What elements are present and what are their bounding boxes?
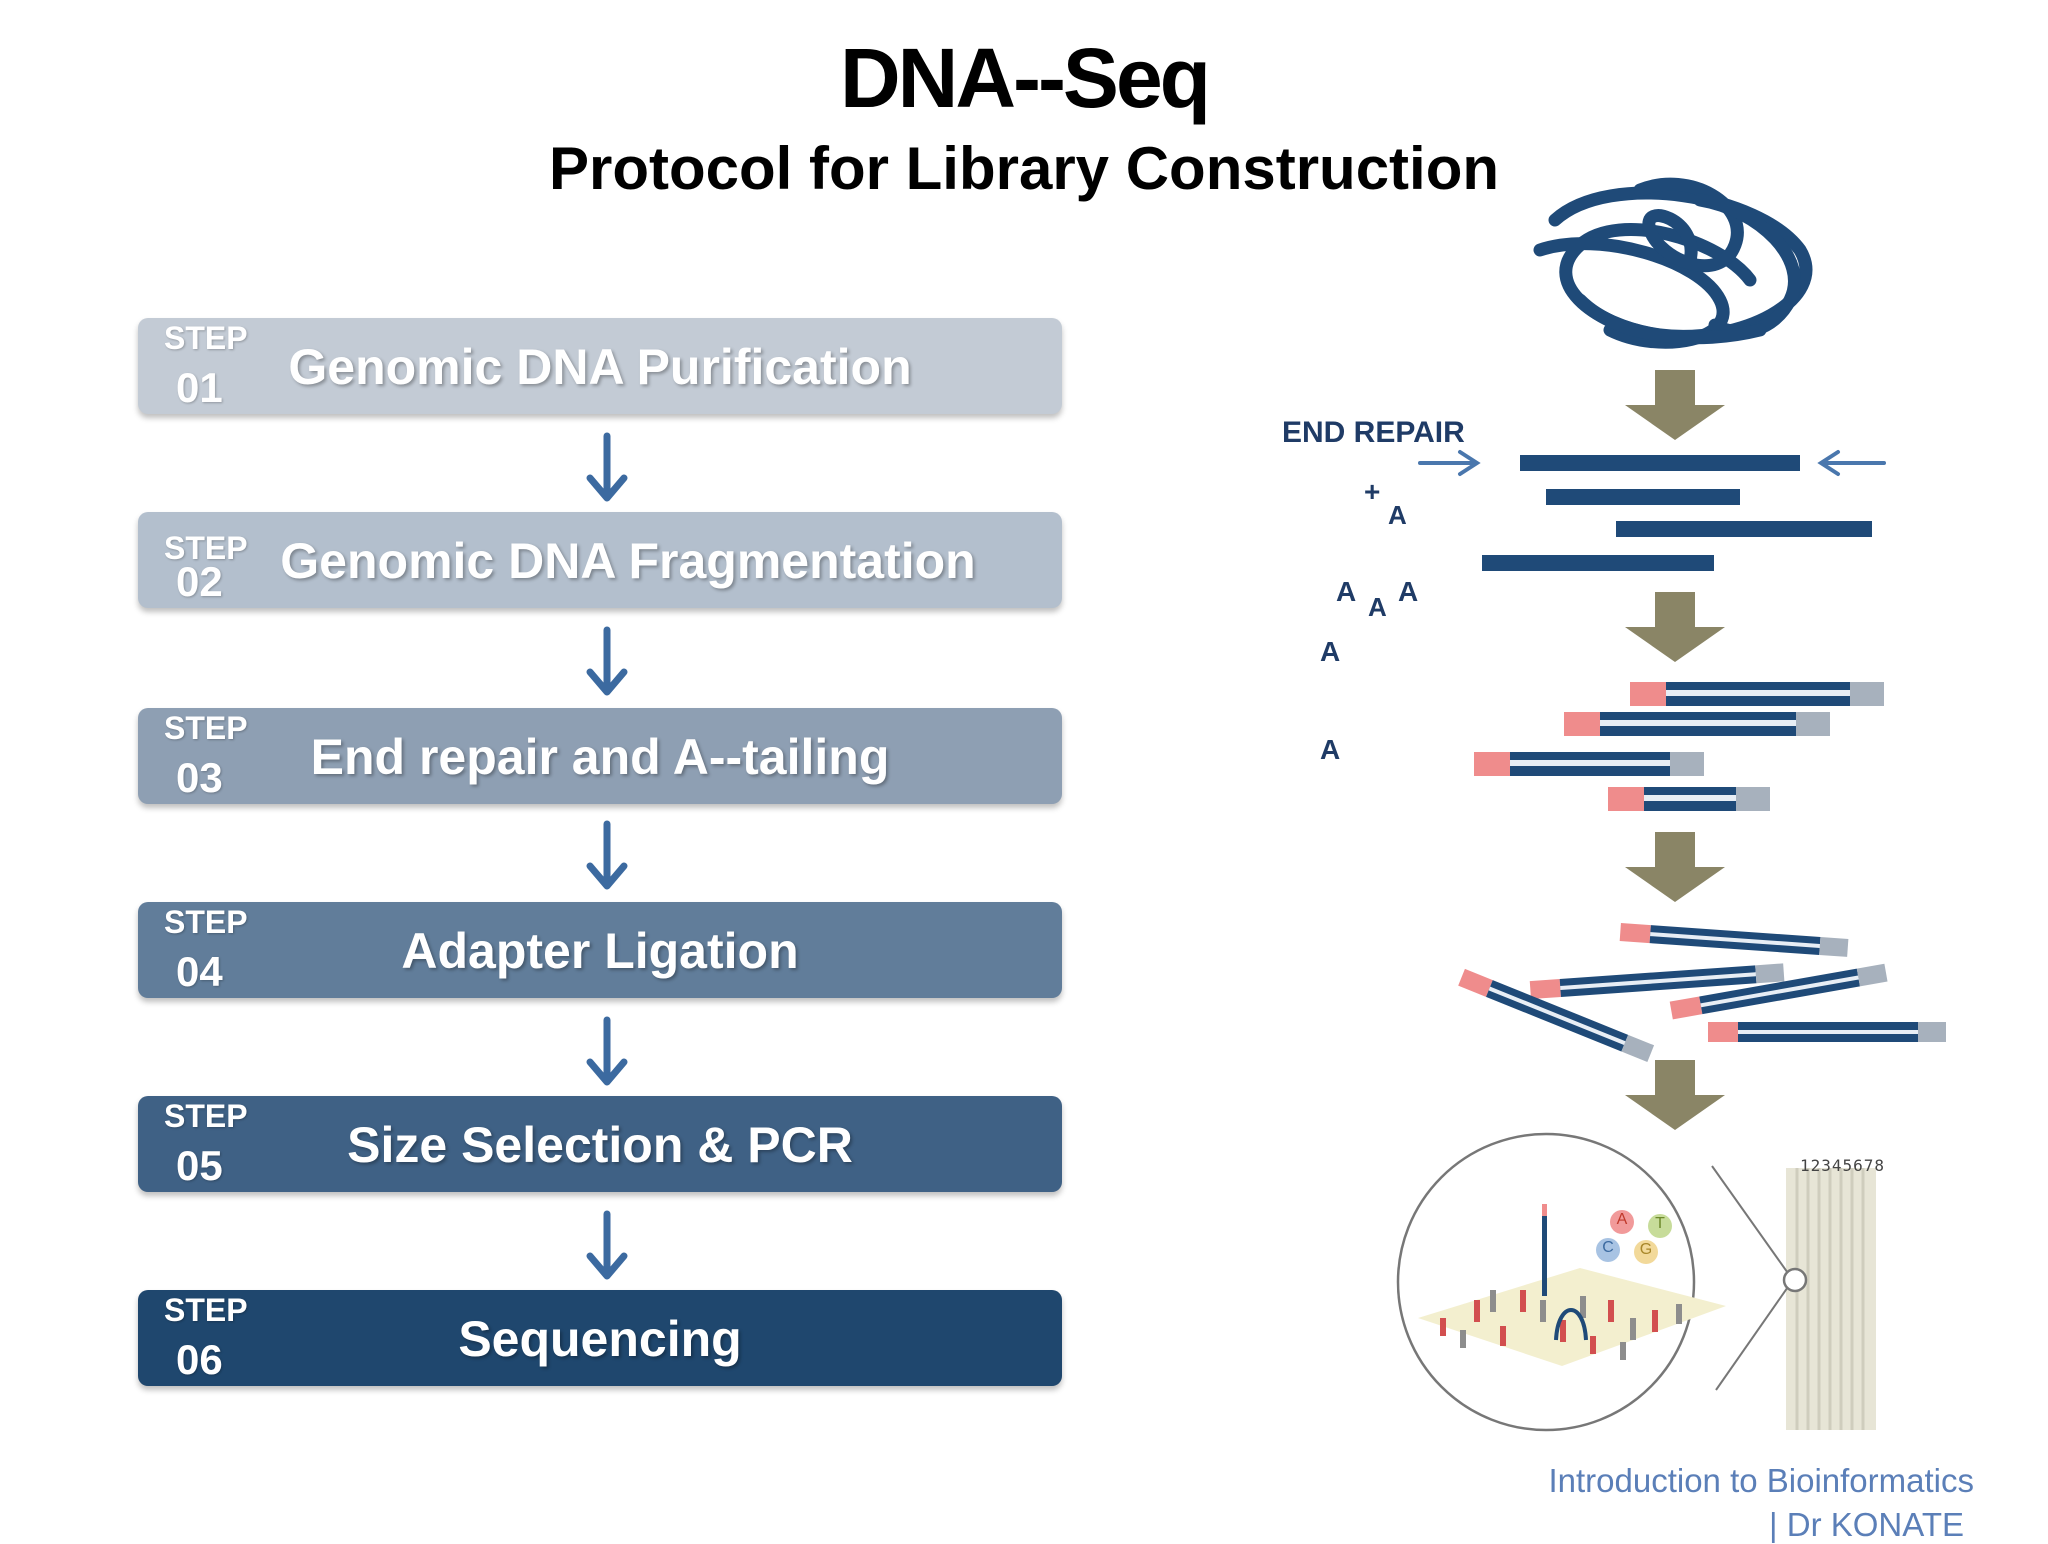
step-word: STEP [164, 1098, 248, 1134]
footer-course: Introduction to Bioinformatics [1548, 1462, 1974, 1499]
a-letter: A [1398, 576, 1419, 607]
genomic-dna-tangle-icon [1533, 177, 1813, 349]
down-arrow-icon [586, 820, 628, 890]
nucleotide-label: C [1602, 1239, 1614, 1256]
step-label: Size Selection & PCR [347, 1117, 853, 1173]
step-01-box: STEP 01 Genomic DNA Purification [138, 318, 1062, 414]
magnifier-icon [1396, 1132, 1808, 1432]
step-number: 02 [176, 558, 223, 605]
step-label: End repair and A--tailing [310, 729, 890, 785]
page-subtitle: Protocol for Library Construction [548, 135, 1500, 202]
step-04-box: STEP 04 Adapter Ligation [138, 902, 1062, 998]
lane-numbers: 12345678 [1800, 1156, 1886, 1175]
adapted-fragments [1474, 682, 1884, 811]
footer-author: | Dr KONATE [1769, 1506, 1964, 1543]
step-05-box: STEP 05 Size Selection & PCR [138, 1096, 1062, 1192]
step-number: 05 [176, 1142, 223, 1189]
end-repair-arrow-icon [1418, 450, 1886, 476]
step-word: STEP [164, 1292, 248, 1328]
selected-fragments [1458, 923, 1946, 1062]
dna-fragments [1482, 455, 1872, 571]
down-arrow-icon [586, 432, 628, 502]
nucleotide-label: G [1639, 1241, 1653, 1258]
a-letter: A [1320, 636, 1341, 667]
page-title: DNA--Seq [840, 31, 1211, 125]
process-arrow-icon [1625, 592, 1725, 662]
down-arrow-icon [586, 1210, 628, 1280]
down-arrow-icon [586, 1016, 628, 1086]
library-prep-diagram [1396, 177, 1946, 1432]
step-number: 04 [176, 948, 223, 995]
nucleotide-label: T [1655, 1215, 1665, 1232]
step-word: STEP [164, 904, 248, 940]
step-number: 01 [176, 364, 223, 411]
process-arrow-icon [1625, 1060, 1725, 1130]
step-word: STEP [164, 320, 248, 356]
nucleotide-label: A [1616, 1211, 1628, 1228]
process-arrow-icon [1625, 832, 1725, 902]
step-label: Genomic DNA Fragmentation [280, 533, 976, 589]
plus-sign: + [1364, 476, 1381, 507]
step-number: 06 [176, 1336, 223, 1383]
step-word: STEP [164, 530, 248, 566]
a-letter: A [1388, 500, 1407, 530]
step-number: 03 [176, 754, 223, 801]
end-repair-label: END REPAIR [1282, 416, 1465, 449]
step-06-box: STEP 06 Sequencing [138, 1290, 1062, 1386]
down-arrow-icon [586, 626, 628, 696]
step-label: Genomic DNA Purification [288, 339, 912, 395]
a-letter: A [1336, 576, 1357, 607]
step-label: Adapter Ligation [401, 923, 799, 979]
step-03-box: STEP 03 End repair and A--tailing [138, 708, 1062, 804]
process-arrow-icon [1625, 370, 1725, 440]
a-letter: A [1368, 592, 1387, 622]
step-word: STEP [164, 710, 248, 746]
step-02-box: STEP 02 Genomic DNA Fragmentation [138, 512, 1062, 608]
flow-cell-lanes [1786, 1168, 1876, 1430]
step-label: Sequencing [458, 1311, 742, 1367]
a-letter: A [1320, 734, 1341, 765]
